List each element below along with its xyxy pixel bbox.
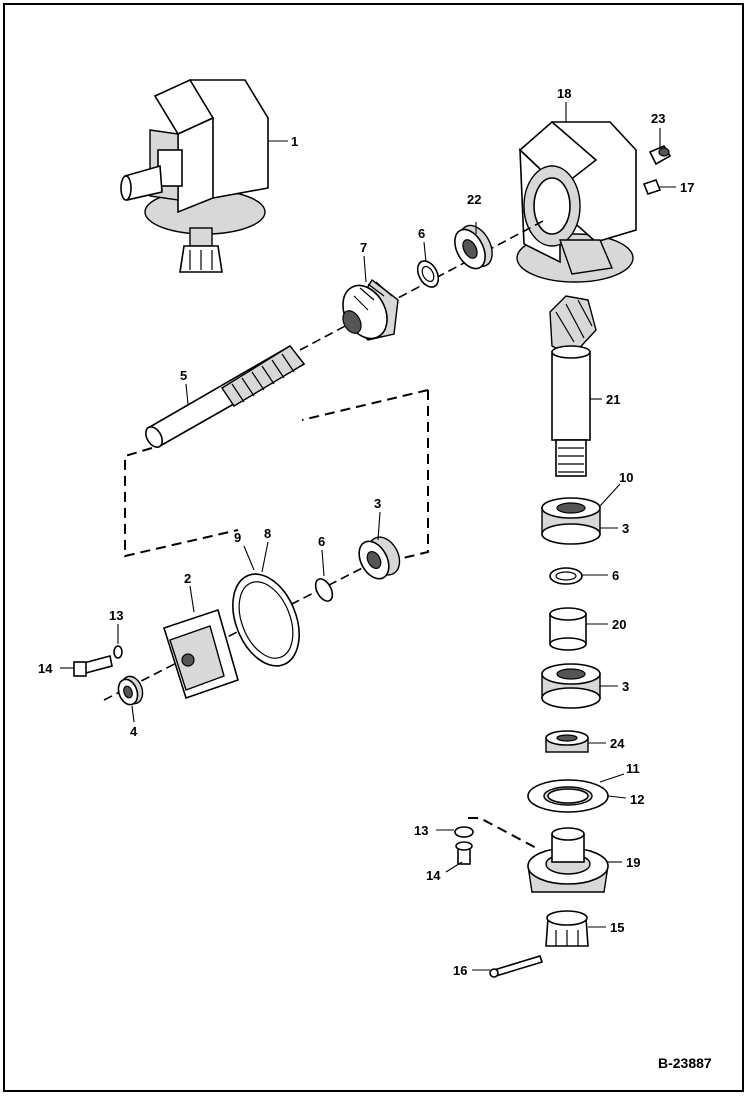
- callout-6: 6: [318, 534, 325, 549]
- left-bearing-part: [358, 536, 401, 580]
- lower-bolt-part: [454, 826, 474, 865]
- breather-part: [642, 179, 662, 195]
- callout-3: 3: [622, 679, 629, 694]
- splined-shaft-part: [145, 344, 306, 448]
- bevel-gear-part: [342, 278, 399, 341]
- cotter-pin-part: [489, 955, 544, 978]
- callout-6: 6: [418, 226, 425, 241]
- callout-20: 20: [612, 617, 626, 632]
- snap-ring-part: [416, 260, 440, 288]
- bearing-cap-part: [527, 827, 609, 893]
- callout-10: 10: [619, 470, 633, 485]
- callout-3: 3: [622, 521, 629, 536]
- callout-6: 6: [612, 568, 619, 583]
- pinion-shaft-part: [549, 295, 597, 477]
- upper-bearing-part: [541, 497, 601, 545]
- leader-lines: [60, 102, 676, 971]
- callout-9: 9: [234, 530, 241, 545]
- oil-seal-part: [545, 730, 589, 753]
- gearbox-housing-part: [516, 120, 637, 283]
- gasket-ring-part: [527, 779, 609, 813]
- callout-8: 8: [264, 526, 271, 541]
- callout-24: 24: [610, 736, 625, 751]
- callout-14: 14: [426, 868, 441, 883]
- callout-23: 23: [651, 111, 665, 126]
- callout-13: 13: [414, 823, 428, 838]
- left-bolt-part: [73, 645, 123, 677]
- lower-bearing-part: [541, 663, 601, 709]
- left-seal-part: [117, 675, 144, 706]
- drawing-reference-number: B-23887: [658, 1055, 712, 1071]
- bearing-part: [454, 224, 493, 270]
- spacer-part: [549, 607, 587, 651]
- callout-3: 3: [374, 496, 381, 511]
- stack-snap-ring-part: [549, 567, 583, 585]
- callout-5: 5: [180, 368, 187, 383]
- castle-nut-part: [545, 910, 589, 947]
- callout-13: 13: [109, 608, 123, 623]
- plug-part: [648, 144, 672, 166]
- callout-1: 1: [291, 134, 298, 149]
- callout-7: 7: [360, 240, 367, 255]
- callout-21: 21: [606, 392, 620, 407]
- left-snap-ring-part: [314, 578, 334, 602]
- callout-2: 2: [184, 571, 191, 586]
- gearbox-assembly-part: [120, 78, 269, 273]
- callout-16: 16: [453, 963, 467, 978]
- callout-18: 18: [557, 86, 571, 101]
- callout-11: 11: [626, 761, 640, 776]
- callout-15: 15: [610, 920, 624, 935]
- callout-22: 22: [467, 192, 481, 207]
- callout-19: 19: [626, 855, 640, 870]
- callout-17: 17: [680, 180, 694, 195]
- shim-gasket-part: [232, 573, 300, 667]
- callout-labels: 1 18 23 17 22 6 7 5 21 10 3 3 9 8 6 2 13…: [38, 86, 694, 978]
- callout-12: 12: [630, 792, 644, 807]
- cover-plate-part: [163, 608, 239, 700]
- callout-4: 4: [130, 724, 138, 739]
- callout-14: 14: [38, 661, 53, 676]
